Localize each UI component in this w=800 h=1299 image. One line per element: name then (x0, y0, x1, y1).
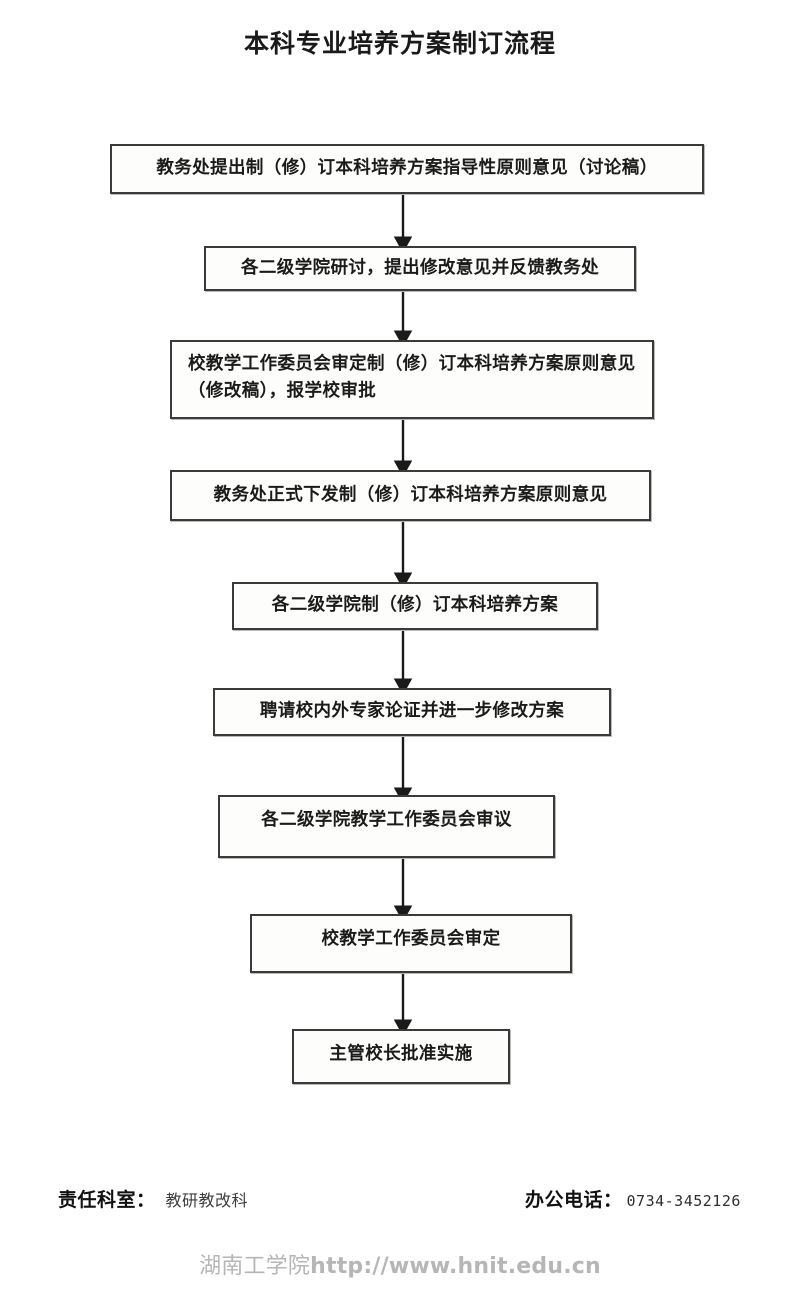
watermark-institution: 湖南工学院 (199, 1254, 311, 1279)
flow-node-4[interactable]: 教务处正式下发制（修）订本科培养方案原则意见 (170, 470, 651, 521)
watermark: 湖南工学院http://www.hnit.edu.cn (0, 1248, 800, 1280)
flow-node-3[interactable]: 校教学工作委员会审定制（修）订本科培养方案原则意见（修改稿），报学校审批 (170, 340, 654, 419)
flow-node-7[interactable]: 各二级学院教学工作委员会审议 (218, 795, 555, 858)
flow-node-1[interactable]: 教务处提出制（修）订本科培养方案指导性原则意见（讨论稿） (110, 144, 704, 194)
flowchart: 教务处提出制（修）订本科培养方案指导性原则意见（讨论稿） 各二级学院研讨，提出修… (110, 144, 704, 1084)
flow-node-2-label: 各二级学院研讨，提出修改意见并反馈教务处 (241, 257, 599, 278)
flow-node-5-label: 各二级学院制（修）订本科培养方案 (271, 595, 559, 616)
office-phone-value: 0734-3452126 (626, 1192, 741, 1210)
flow-node-7-label: 各二级学院教学工作委员会审议 (261, 810, 512, 830)
flowchart-connectors (393, 194, 413, 1037)
office-phone-key: 办公电话： (525, 1189, 623, 1211)
office-phone: 办公电话：0734-3452126 (525, 1185, 741, 1212)
flow-node-5[interactable]: 各二级学院制（修）订本科培养方案 (232, 582, 598, 630)
responsible-department-key: 责任科室： (58, 1189, 156, 1211)
flow-node-4-label: 教务处正式下发制（修）订本科培养方案原则意见 (213, 484, 608, 505)
flow-node-8[interactable]: 校教学工作委员会审定 (250, 914, 572, 973)
flow-node-6-label: 聘请校内外专家论证并进一步修改方案 (259, 701, 565, 722)
page-title: 本科专业培养方案制订流程 (243, 29, 556, 58)
responsible-department-value: 教研教改科 (165, 1191, 249, 1210)
flow-node-2[interactable]: 各二级学院研讨，提出修改意见并反馈教务处 (204, 246, 636, 291)
watermark-url: http://www.hnit.edu.cn (310, 1254, 601, 1279)
footer: 责任科室： 教研教改科 办公电话：0734-3452126 (0, 1185, 800, 1225)
flow-node-6[interactable]: 聘请校内外专家论证并进一步修改方案 (213, 688, 611, 736)
responsible-department: 责任科室： 教研教改科 (58, 1185, 248, 1212)
flow-node-8-label: 校教学工作委员会审定 (321, 929, 501, 949)
flow-node-1-label: 教务处提出制（修）订本科培养方案指导性原则意见（讨论稿） (156, 158, 658, 179)
flow-node-3-label: 校教学工作委员会审定制（修）订本科培养方案原则意见（修改稿），报学校审批 (188, 354, 636, 402)
flow-node-9[interactable]: 主管校长批准实施 (292, 1029, 510, 1084)
flow-node-9-label: 主管校长批准实施 (329, 1044, 473, 1064)
